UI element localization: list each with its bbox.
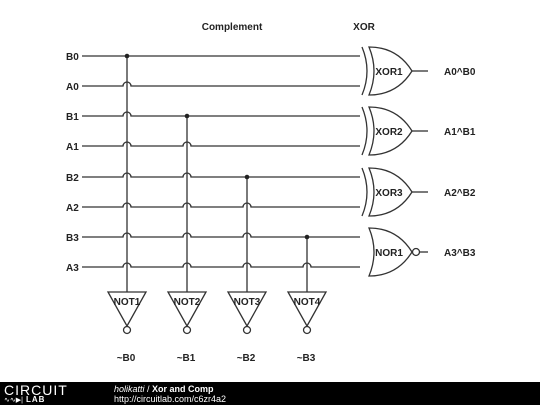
inversion-bubble <box>242 325 252 335</box>
inversion-bubble <box>122 325 132 335</box>
circuitlab-logo[interactable]: CIRCUIT <box>4 382 68 398</box>
input-label-b1: B1 <box>66 112 79 123</box>
xor-extra-arc <box>361 167 368 217</box>
inversion-bubble <box>411 247 421 257</box>
input-wire-a3 <box>82 262 360 268</box>
complement-header: Complement <box>202 22 263 33</box>
gate-output-label: A1^B1 <box>444 127 476 138</box>
input-wire-a2 <box>82 202 360 208</box>
inverter-not3: NOT3 ~B2 <box>226 291 268 364</box>
xor-extra-arc <box>361 46 368 96</box>
inverter-label: NOT4 <box>294 297 321 308</box>
input-wire-a1 <box>82 141 360 147</box>
circuit-url[interactable]: http://circuitlab.com/c6zr4a2 <box>114 394 227 404</box>
input-label-b0: B0 <box>66 52 79 63</box>
inverter-label: NOT1 <box>114 297 141 308</box>
gate-label: XOR2 <box>375 127 403 138</box>
inverter-not1: NOT1 ~B0 <box>106 291 148 364</box>
inverter-not2: NOT2 ~B1 <box>166 291 208 364</box>
gate-output-label: A2^B2 <box>444 188 476 199</box>
gate-label: XOR1 <box>375 67 403 78</box>
inverter-output-label: ~B2 <box>237 353 256 364</box>
input-label-a1: A1 <box>66 142 79 153</box>
inverter-triangle <box>226 291 268 328</box>
inverter-output-label: ~B3 <box>297 353 316 364</box>
gate-body <box>368 106 413 156</box>
input-wire-a0 <box>82 81 360 87</box>
inverter-gates: NOT1 ~B0 NOT2 ~B1 NOT3 ~B2 NOT4 ~B3 <box>106 291 328 364</box>
junction-dot-1 <box>184 113 190 119</box>
input-label-a2: A2 <box>66 203 79 214</box>
inverter-output-label: ~B0 <box>117 353 136 364</box>
footer-bar: CIRCUIT ∿∿▶| LAB holikatti / Xor and Com… <box>0 382 540 405</box>
input-label-b3: B3 <box>66 233 79 244</box>
input-wire-b2 <box>82 172 360 178</box>
input-label-a3: A3 <box>66 263 79 274</box>
input-label-b2: B2 <box>66 173 79 184</box>
gate-nor1: NOR1 A3^B3 <box>368 227 476 277</box>
wires <box>82 53 360 292</box>
junction-dot-2 <box>244 174 250 180</box>
byline: holikatti / Xor and Comp <box>114 384 214 394</box>
inverter-label: NOT3 <box>234 297 261 308</box>
inverter-label: NOT2 <box>174 297 201 308</box>
gate-xor3: XOR3 A2^B2 <box>361 167 476 217</box>
circuit-title: Xor and Comp <box>152 384 214 394</box>
input-wire-b3 <box>82 232 360 238</box>
resistor-logo-icon: ∿∿▶| <box>4 397 23 404</box>
gate-body <box>368 227 413 277</box>
gate-label: XOR3 <box>375 188 403 199</box>
xor-header: XOR <box>353 22 375 33</box>
gate-output-label: A0^B0 <box>444 67 476 78</box>
junction-dot-0 <box>124 53 130 59</box>
gate-xor2: XOR2 A1^B1 <box>361 106 476 156</box>
input-label-a0: A0 <box>66 82 79 93</box>
xor-extra-arc <box>361 106 368 156</box>
inverter-triangle <box>166 291 208 328</box>
byline-separator: / <box>144 384 153 394</box>
gate-body <box>368 46 413 96</box>
inverter-triangle <box>286 291 328 328</box>
gate-xor1: XOR1 A0^B0 <box>361 46 476 96</box>
inverter-output-label: ~B1 <box>177 353 196 364</box>
gate-output-label: A3^B3 <box>444 248 476 259</box>
input-wire-b1 <box>82 111 360 117</box>
inverter-not4: NOT4 ~B3 <box>286 291 328 364</box>
junction-dot-3 <box>304 234 310 240</box>
inversion-bubble <box>302 325 312 335</box>
circuitlab-logo-sub: LAB <box>26 395 46 404</box>
inverter-triangle <box>106 291 148 328</box>
inversion-bubble <box>182 325 192 335</box>
author-link[interactable]: holikatti <box>114 384 145 394</box>
gate-body <box>368 167 413 217</box>
gate-label: NOR1 <box>375 248 403 259</box>
